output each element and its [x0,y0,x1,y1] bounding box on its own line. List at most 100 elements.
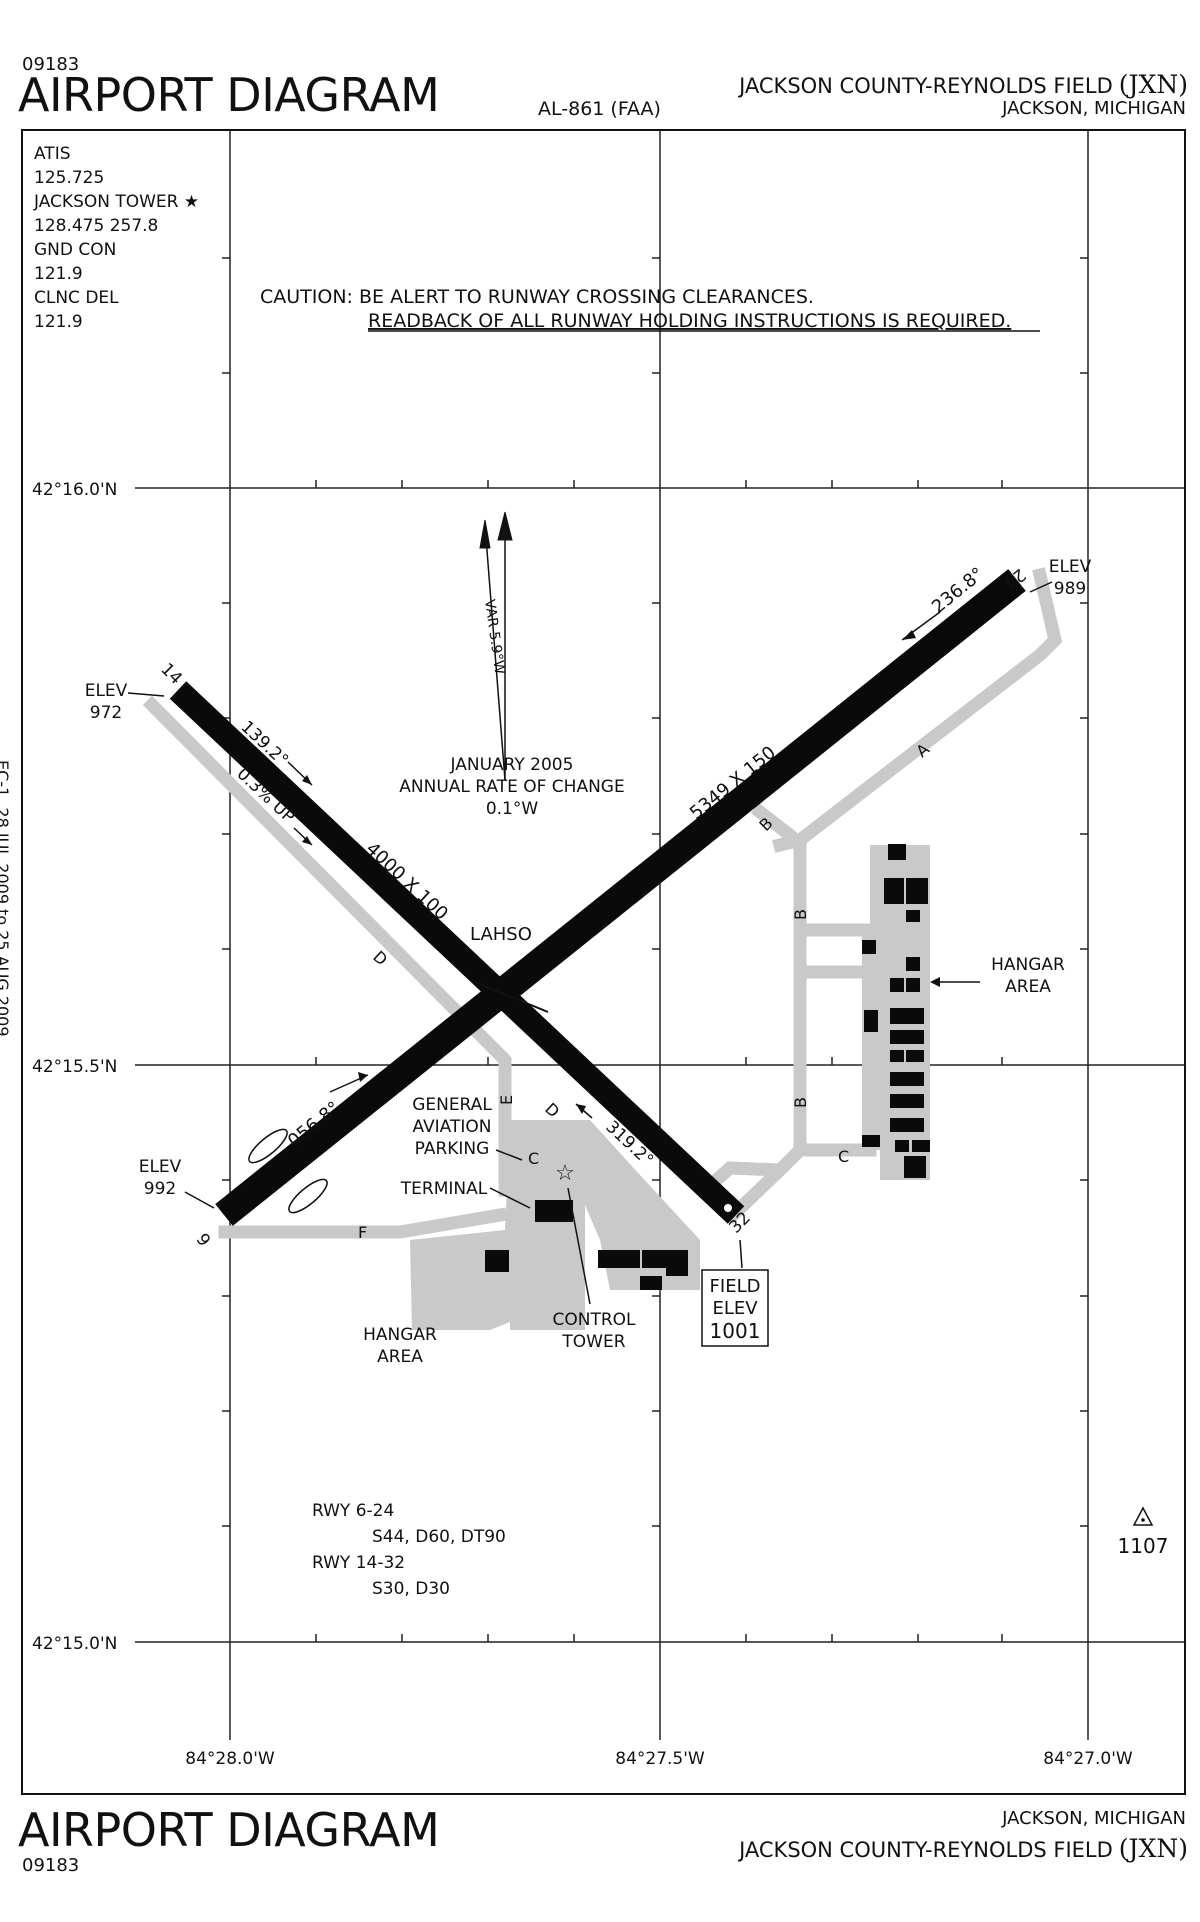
building [642,1250,666,1268]
control-tower-line2: TOWER [561,1332,625,1352]
building [890,1008,924,1024]
elev-24-label: ELEV [1049,557,1092,577]
obstacle-dot [1141,1518,1145,1522]
building-terminal [535,1200,573,1222]
building [640,1276,662,1290]
elev-14-value: 972 [90,703,122,723]
elev-pointer [184,1191,215,1209]
freq-line: 128.475 257.8 [34,216,158,236]
frequency-list: ATIS 125.725 JACKSON TOWER ★ 128.475 257… [33,144,199,332]
ga-parking-line2: AVIATION [413,1117,492,1137]
runway-end-light [724,1204,732,1212]
building [895,1140,909,1152]
building [890,1118,924,1132]
control-tower-icon: ☆ [555,1161,575,1186]
heading-arrow-head [302,775,312,785]
runway-14-32 [169,681,745,1224]
grid-ticks [222,257,1088,1642]
lat-label: 42°16.0'N [32,480,117,500]
building [666,1250,688,1276]
field-elev-line2: ELEV [712,1298,758,1319]
building [890,1030,924,1044]
elev-24-value: 989 [1054,579,1086,599]
caution-line-2: READBACK OF ALL RUNWAY HOLDING INSTRUCTI… [368,310,1011,332]
header-field-name: JACKSON COUNTY-REYNOLDS FIELD(JXN) [739,70,1188,99]
elev-pointer [127,692,165,697]
taxiway-label: D [541,1099,563,1121]
hangar-west-line2: AREA [377,1347,423,1367]
magnetic-date: JANUARY 2005 [450,755,574,775]
header-city: JACKSON, MICHIGAN [1002,98,1186,119]
footer-ident: (JXN) [1118,1834,1188,1863]
slope-arrow-head [302,836,312,845]
magnetic-north-line [484,524,506,781]
header-title: AIRPORT DIAGRAM [18,68,440,122]
terminal-pointer [489,1187,531,1209]
diagram-frame [21,129,1186,1795]
elev-6-label: ELEV [139,1157,182,1177]
building [888,844,906,860]
chart-number: AL-861 (FAA) [538,98,661,120]
building [906,878,928,904]
taxiway-f [218,1207,508,1239]
footer-city: JACKSON, MICHIGAN [1002,1808,1186,1829]
freq-line: 121.9 [34,312,83,332]
buildings [485,844,930,1290]
field-elev-box [701,1269,769,1347]
freq-line: JACKSON TOWER ★ [33,192,199,212]
building [890,1050,904,1062]
hangar-west-line1: HANGAR [363,1325,437,1345]
runway-6-24 [215,569,1026,1226]
hangar-pointer-head [930,977,940,987]
elev-14-label: ELEV [85,681,128,701]
footer-doc-id: 09183 [22,1855,80,1876]
west-hangar-apron [410,1230,515,1330]
magnetic-annual: ANNUAL RATE OF CHANGE [399,777,624,797]
header-field-text: JACKSON COUNTY-REYNOLDS FIELD [739,74,1113,98]
lon-label: 84°27.0'W [1043,1749,1133,1769]
side-margin-text: EC-1, 28 JUL 2009 to 25 AUG 2009 [0,760,12,1037]
building [862,1135,880,1147]
north-arrows [479,511,513,781]
building [862,940,876,954]
rwy-end-6: 6 [194,1228,216,1249]
building [598,1250,640,1268]
approach-light-icon [288,1178,328,1214]
heading-arrow-head [358,1072,368,1082]
freq-line: 121.9 [34,264,83,284]
building [906,1050,924,1062]
footer-field-name: JACKSON COUNTY-REYNOLDS FIELD(JXN) [739,1834,1188,1863]
taxiway-d [142,695,512,1197]
taxiway-b [695,802,807,1200]
var-label: VAR 5.9°W [481,598,507,675]
obstacle-icon [1132,1506,1154,1526]
taxiway-label: B [791,909,810,920]
heading-arrow-head [576,1104,586,1114]
strength-values-2: S30, D30 [372,1579,450,1599]
taxiway-label: C [528,1149,539,1168]
field-elev-pointer [739,1239,743,1269]
freq-line: 125.725 [34,168,104,188]
rwy-end-14: 14 [156,659,185,688]
taxiway-label: E [497,1095,516,1105]
taxiway-label: C [838,1147,849,1166]
elev-pointer [1029,581,1053,593]
building [904,1156,926,1178]
taxiway-a [772,567,1063,853]
freq-line: CLNC DEL [34,288,119,308]
building [864,1010,878,1032]
header-ident: (JXN) [1118,70,1188,99]
building [906,957,920,971]
elev-6-value: 992 [144,1179,176,1199]
strength-values-1: S44, D60, DT90 [372,1527,506,1547]
lon-label: 84°28.0'W [185,1749,275,1769]
taxiway-label: F [358,1223,367,1242]
building [906,910,920,922]
heading-arrow-head [902,630,916,640]
hangar-east-line2: AREA [1005,977,1051,997]
freq-line: GND CON [34,240,116,260]
control-tower-line1: CONTROL [552,1310,636,1330]
building [906,978,920,992]
header-doc-id: 09183 [22,54,80,75]
